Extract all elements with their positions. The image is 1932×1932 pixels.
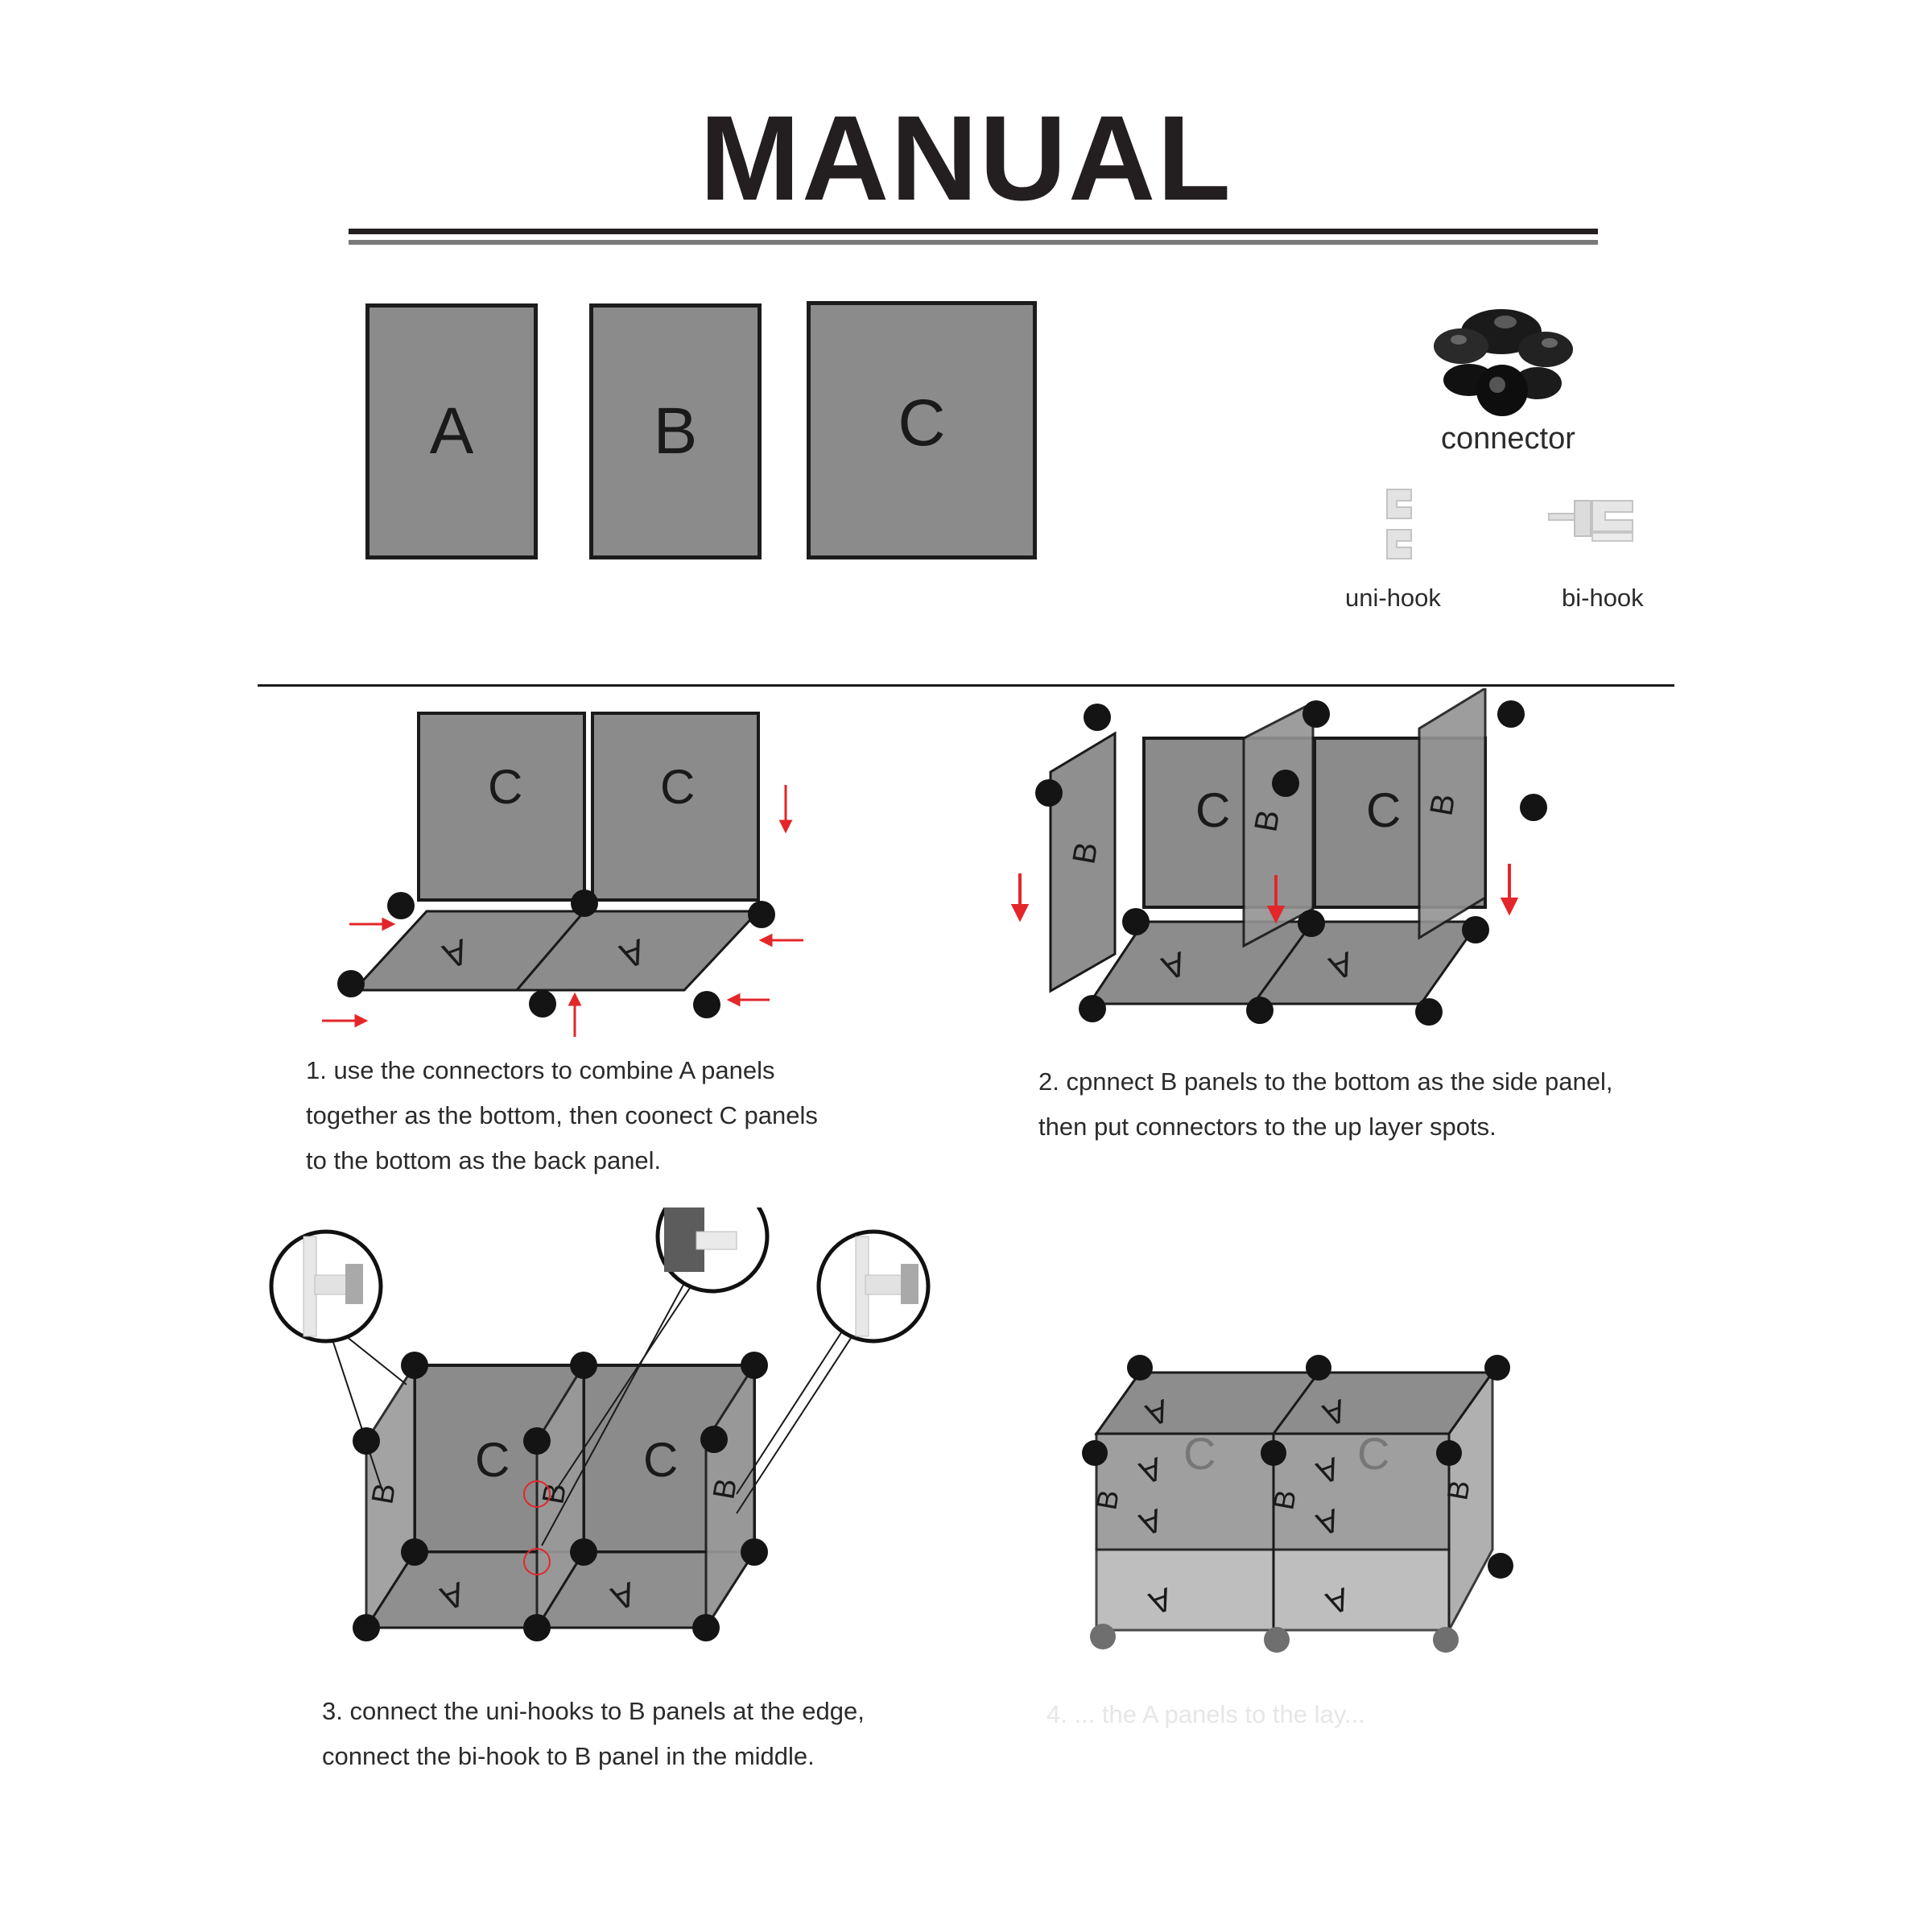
connector-parts-icon xyxy=(1434,309,1573,416)
step3-highlight-2 xyxy=(523,1548,551,1575)
step1-connectors xyxy=(337,890,775,1018)
step4-label-c2: C xyxy=(1357,1428,1389,1479)
panel-c-label: C xyxy=(898,386,946,460)
step-2-line-2: then put connectors to the up layer spot… xyxy=(1038,1113,1496,1141)
step1-label-c1: C xyxy=(488,760,522,814)
step2-connectors xyxy=(1035,700,1547,1026)
step-4-diagram: A A C C A A A A B B B A A xyxy=(1082,1355,1513,1653)
step1-label-c2: C xyxy=(660,760,695,814)
step4-side xyxy=(1447,1368,1494,1631)
step3-connectors xyxy=(353,1352,768,1641)
step-1-line-1: 1. use the connectors to combine A panel… xyxy=(306,1056,775,1084)
step2-label-c1: C xyxy=(1195,783,1230,837)
step-3-line-1: 3. connect the uni-hooks to B panels at … xyxy=(322,1697,865,1725)
step-3-instructions: 3. connect the uni-hooks to B panels at … xyxy=(322,1689,865,1779)
step1-panel-c-left xyxy=(417,712,586,902)
step3-highlight-1 xyxy=(523,1480,551,1508)
step-1-line-2: together as the bottom, then coonect C p… xyxy=(306,1101,818,1129)
connector-icon xyxy=(1434,309,1573,416)
section-divider xyxy=(258,684,1674,687)
panel-a: A xyxy=(365,303,538,559)
step-3-line-2: connect the bi-hook to B panel in the mi… xyxy=(322,1742,815,1770)
step1-panel-a-right xyxy=(514,910,762,992)
step-1-line-3: to the bottom as the back panel. xyxy=(306,1146,662,1174)
panel-c: C xyxy=(807,301,1037,559)
step3-callout-lines xyxy=(325,1245,858,1546)
step3-callout-right xyxy=(816,1229,931,1344)
step-2-instructions: 2. cpnnect B panels to the bottom as the… xyxy=(1038,1059,1612,1150)
panel-a-label: A xyxy=(429,394,474,468)
bi-hook-label: bi-hook xyxy=(1562,584,1644,612)
step2-panel-b-3 xyxy=(1418,688,1487,940)
step-2-line-1: 2. cpnnect B panels to the bottom as the… xyxy=(1038,1067,1613,1096)
step3-label-c1: C xyxy=(475,1433,510,1487)
step-3-diagram: C C B B B A A xyxy=(269,1208,931,1641)
uni-hook-label: uni-hook xyxy=(1345,584,1441,612)
title-rule-dark xyxy=(349,229,1598,234)
step3-label-c2: C xyxy=(643,1433,678,1487)
step1-panel-c-right xyxy=(591,712,760,902)
panel-b: B xyxy=(589,303,762,559)
step1-arrows xyxy=(322,785,803,1037)
connector-label: connector xyxy=(1441,422,1575,456)
step2-arrows xyxy=(1010,864,1519,924)
step2-panel-b-1 xyxy=(1049,731,1117,993)
step-2-diagram: C C A A B B B xyxy=(1010,688,1547,1026)
page-title: MANUAL xyxy=(700,90,1232,225)
step4-connectors xyxy=(1082,1355,1513,1579)
step2-label-c2: C xyxy=(1366,783,1401,837)
bi-hook-icon xyxy=(1548,500,1633,542)
title-rule-grey xyxy=(349,240,1598,245)
step-4-instructions: 4. ... the A panels to the lay... xyxy=(1046,1700,1365,1728)
panel-b-label: B xyxy=(653,394,698,468)
step-1-instructions: 1. use the connectors to combine A panel… xyxy=(306,1048,818,1183)
step3-callout-left xyxy=(269,1229,383,1344)
step-1-diagram: C C A A xyxy=(322,712,803,1037)
step4-connectors-faded xyxy=(1090,1624,1459,1653)
step3-callout-middle xyxy=(655,1208,770,1294)
step2-panel-b-2 xyxy=(1242,700,1315,948)
uni-hook-icon xyxy=(1386,489,1412,559)
step4-label-c1: C xyxy=(1183,1428,1216,1479)
